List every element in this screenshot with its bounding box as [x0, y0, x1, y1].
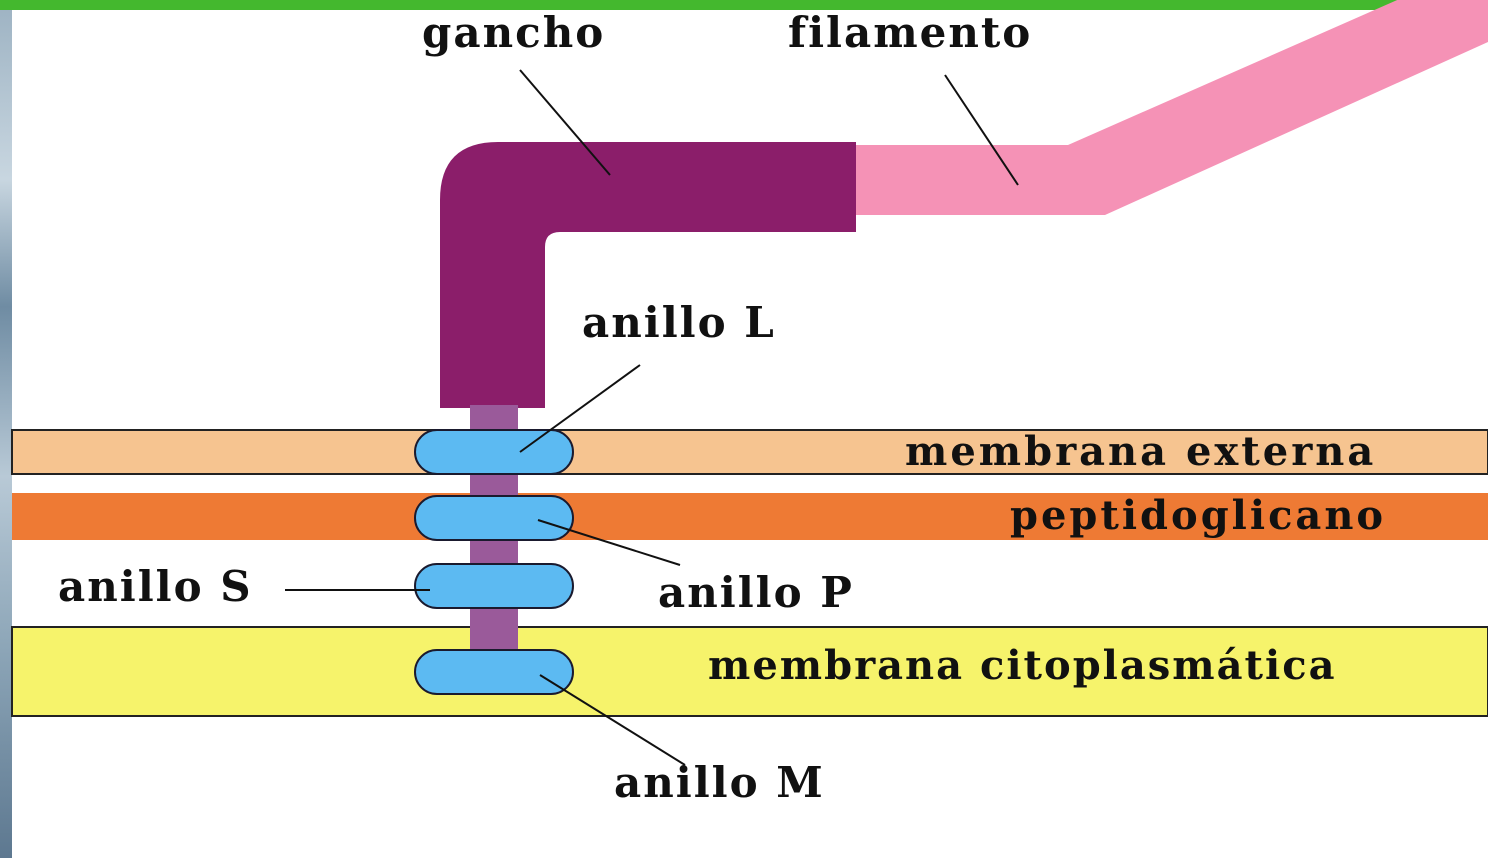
label-anillo-m: anillo M [614, 758, 825, 807]
label-anillo-l: anillo L [582, 298, 776, 347]
label-anillo-s: anillo S [58, 562, 253, 611]
label-anillo-p: anillo P [658, 568, 854, 617]
anillo-m-shape [415, 650, 573, 694]
label-peptidoglicano: peptidoglicano [1010, 492, 1386, 539]
anillo-l-shape [415, 430, 573, 474]
label-gancho: gancho [422, 8, 605, 57]
gancho-shape [440, 142, 856, 408]
label-membrana-externa: membrana externa [905, 428, 1376, 475]
anillo-p-shape [415, 496, 573, 540]
label-membrana-citoplasmatica: membrana citoplasmática [708, 642, 1336, 689]
label-filamento: filamento [788, 8, 1032, 57]
anillo-s-shape [415, 564, 573, 608]
